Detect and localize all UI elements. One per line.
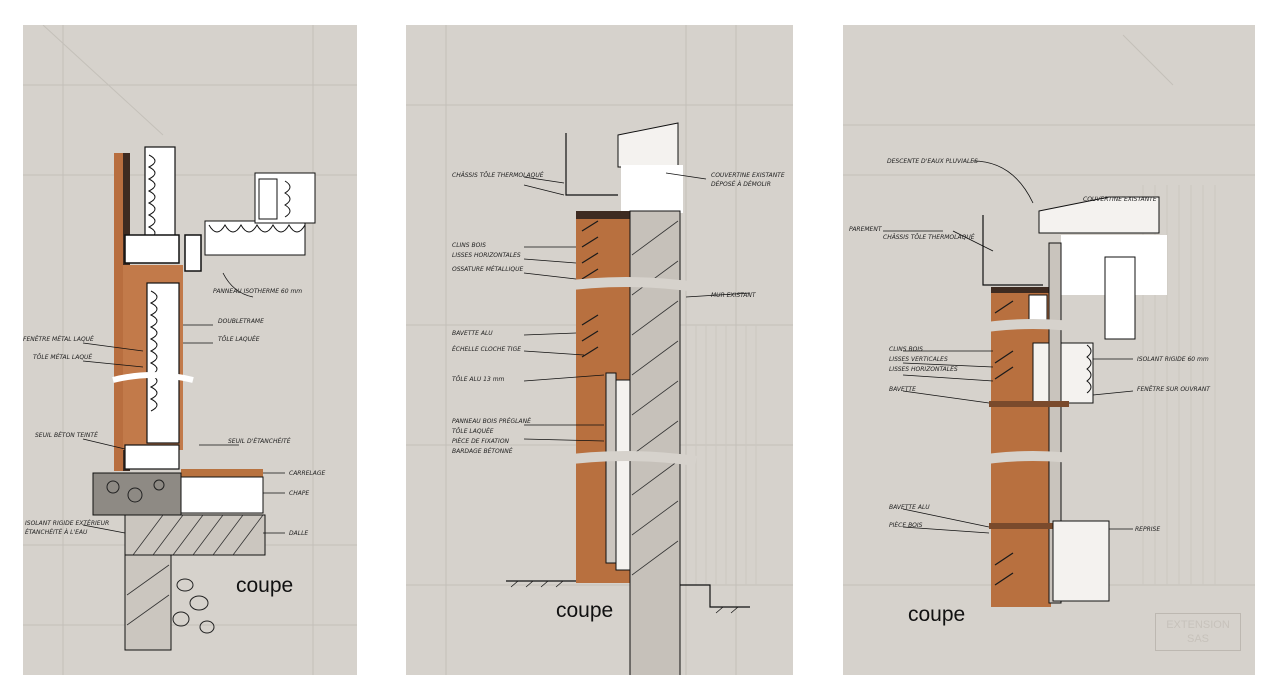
note: REPRISE [1135, 526, 1160, 533]
note: CARRELAGE [289, 470, 326, 477]
note: CLINS BOIS [889, 346, 923, 353]
note: PIÈCE DE FIXATION [452, 437, 510, 445]
note: COUVERTINE EXISTANTE [711, 172, 785, 179]
note: CHÂSSIS TÔLE THERMOLAQUÉ [883, 233, 975, 241]
stamp-line: EXTENSION [1166, 619, 1230, 631]
note: ÉCHELLE CLOCHE TIGE [452, 345, 521, 353]
note: TÔLE ALU 13 mm [452, 376, 505, 383]
note: MUR EXISTANT [711, 292, 757, 299]
note: LISSES HORIZONTALES [452, 252, 521, 259]
note: ISOLANT RIGIDE EXTÉRIEUR [25, 519, 109, 527]
note: PAREMENT [849, 226, 883, 233]
note: FENÊTRE MÉTAL LAQUÉ [23, 335, 94, 343]
note: TÔLE MÉTAL LAQUÉ [33, 353, 92, 361]
note: BAVETTE [889, 386, 916, 393]
note: DOUBLETRAME [218, 318, 264, 325]
note: BAVETTE ALU [889, 504, 930, 511]
note: PANNEAU ISOTHERME 60 mm [213, 288, 302, 295]
note: SEUIL BÉTON TEINTÉ [35, 431, 98, 439]
section-drawing-panel-2: CHÂSSIS TÔLE THERMOLAQUÉ COUVERTINE EXIS… [406, 25, 793, 675]
note: LISSES VERTICALES [889, 356, 948, 363]
note: OSSATURE MÉTALLIQUE [452, 265, 523, 273]
note: TÔLE LAQUÉE [218, 335, 260, 343]
note: DESCENTE D'EAUX PLUVIALES [887, 158, 978, 165]
section-drawing-3: DESCENTE D'EAUX PLUVIALES COUVERTINE EXI… [843, 34, 1255, 607]
note: BARDAGE BÉTONNÉ [452, 447, 513, 455]
stamp-line: SAS [1186, 633, 1209, 645]
note: ISOLANT RIGIDE 60 mm [1137, 356, 1209, 363]
section-caption: coupe [556, 599, 614, 622]
section-drawing-panel-3: DESCENTE D'EAUX PLUVIALES COUVERTINE EXI… [843, 25, 1255, 675]
section-drawing-2: CHÂSSIS TÔLE THERMOLAQUÉ COUVERTINE EXIS… [406, 25, 793, 675]
note: DÉPOSÉ À DÉMOLIR [711, 180, 771, 188]
note: SEUIL D'ÉTANCHÉITÉ [228, 437, 291, 445]
note: FENÊTRE SUR OUVRANT [1137, 385, 1211, 393]
note: TÔLE LAQUÉE [452, 427, 494, 435]
note: PANNEAU BOIS PRÉGLANÉ [452, 417, 531, 425]
project-stamp: EXTENSION SAS [1155, 613, 1241, 651]
note: ÉTANCHÉITÉ À L'EAU [25, 528, 88, 536]
note: CLINS BOIS [452, 242, 486, 249]
section-drawing-1: PANNEAU ISOTHERME 60 mm DOUBLETRAME TÔLE… [23, 25, 357, 675]
section-drawing-panel-1: PANNEAU ISOTHERME 60 mm DOUBLETRAME TÔLE… [23, 25, 357, 675]
note: CHAPE [289, 490, 309, 497]
note: COUVERTINE EXISTANTE [1083, 196, 1157, 203]
note: CHÂSSIS TÔLE THERMOLAQUÉ [452, 171, 544, 179]
note: LISSES HORIZONTALES [889, 366, 958, 373]
section-caption: coupe [908, 603, 966, 626]
note: DALLE [289, 530, 308, 537]
note: PIÈCE BOIS [889, 521, 923, 529]
note: BAVETTE ALU [452, 330, 493, 337]
section-caption: coupe [236, 574, 294, 597]
